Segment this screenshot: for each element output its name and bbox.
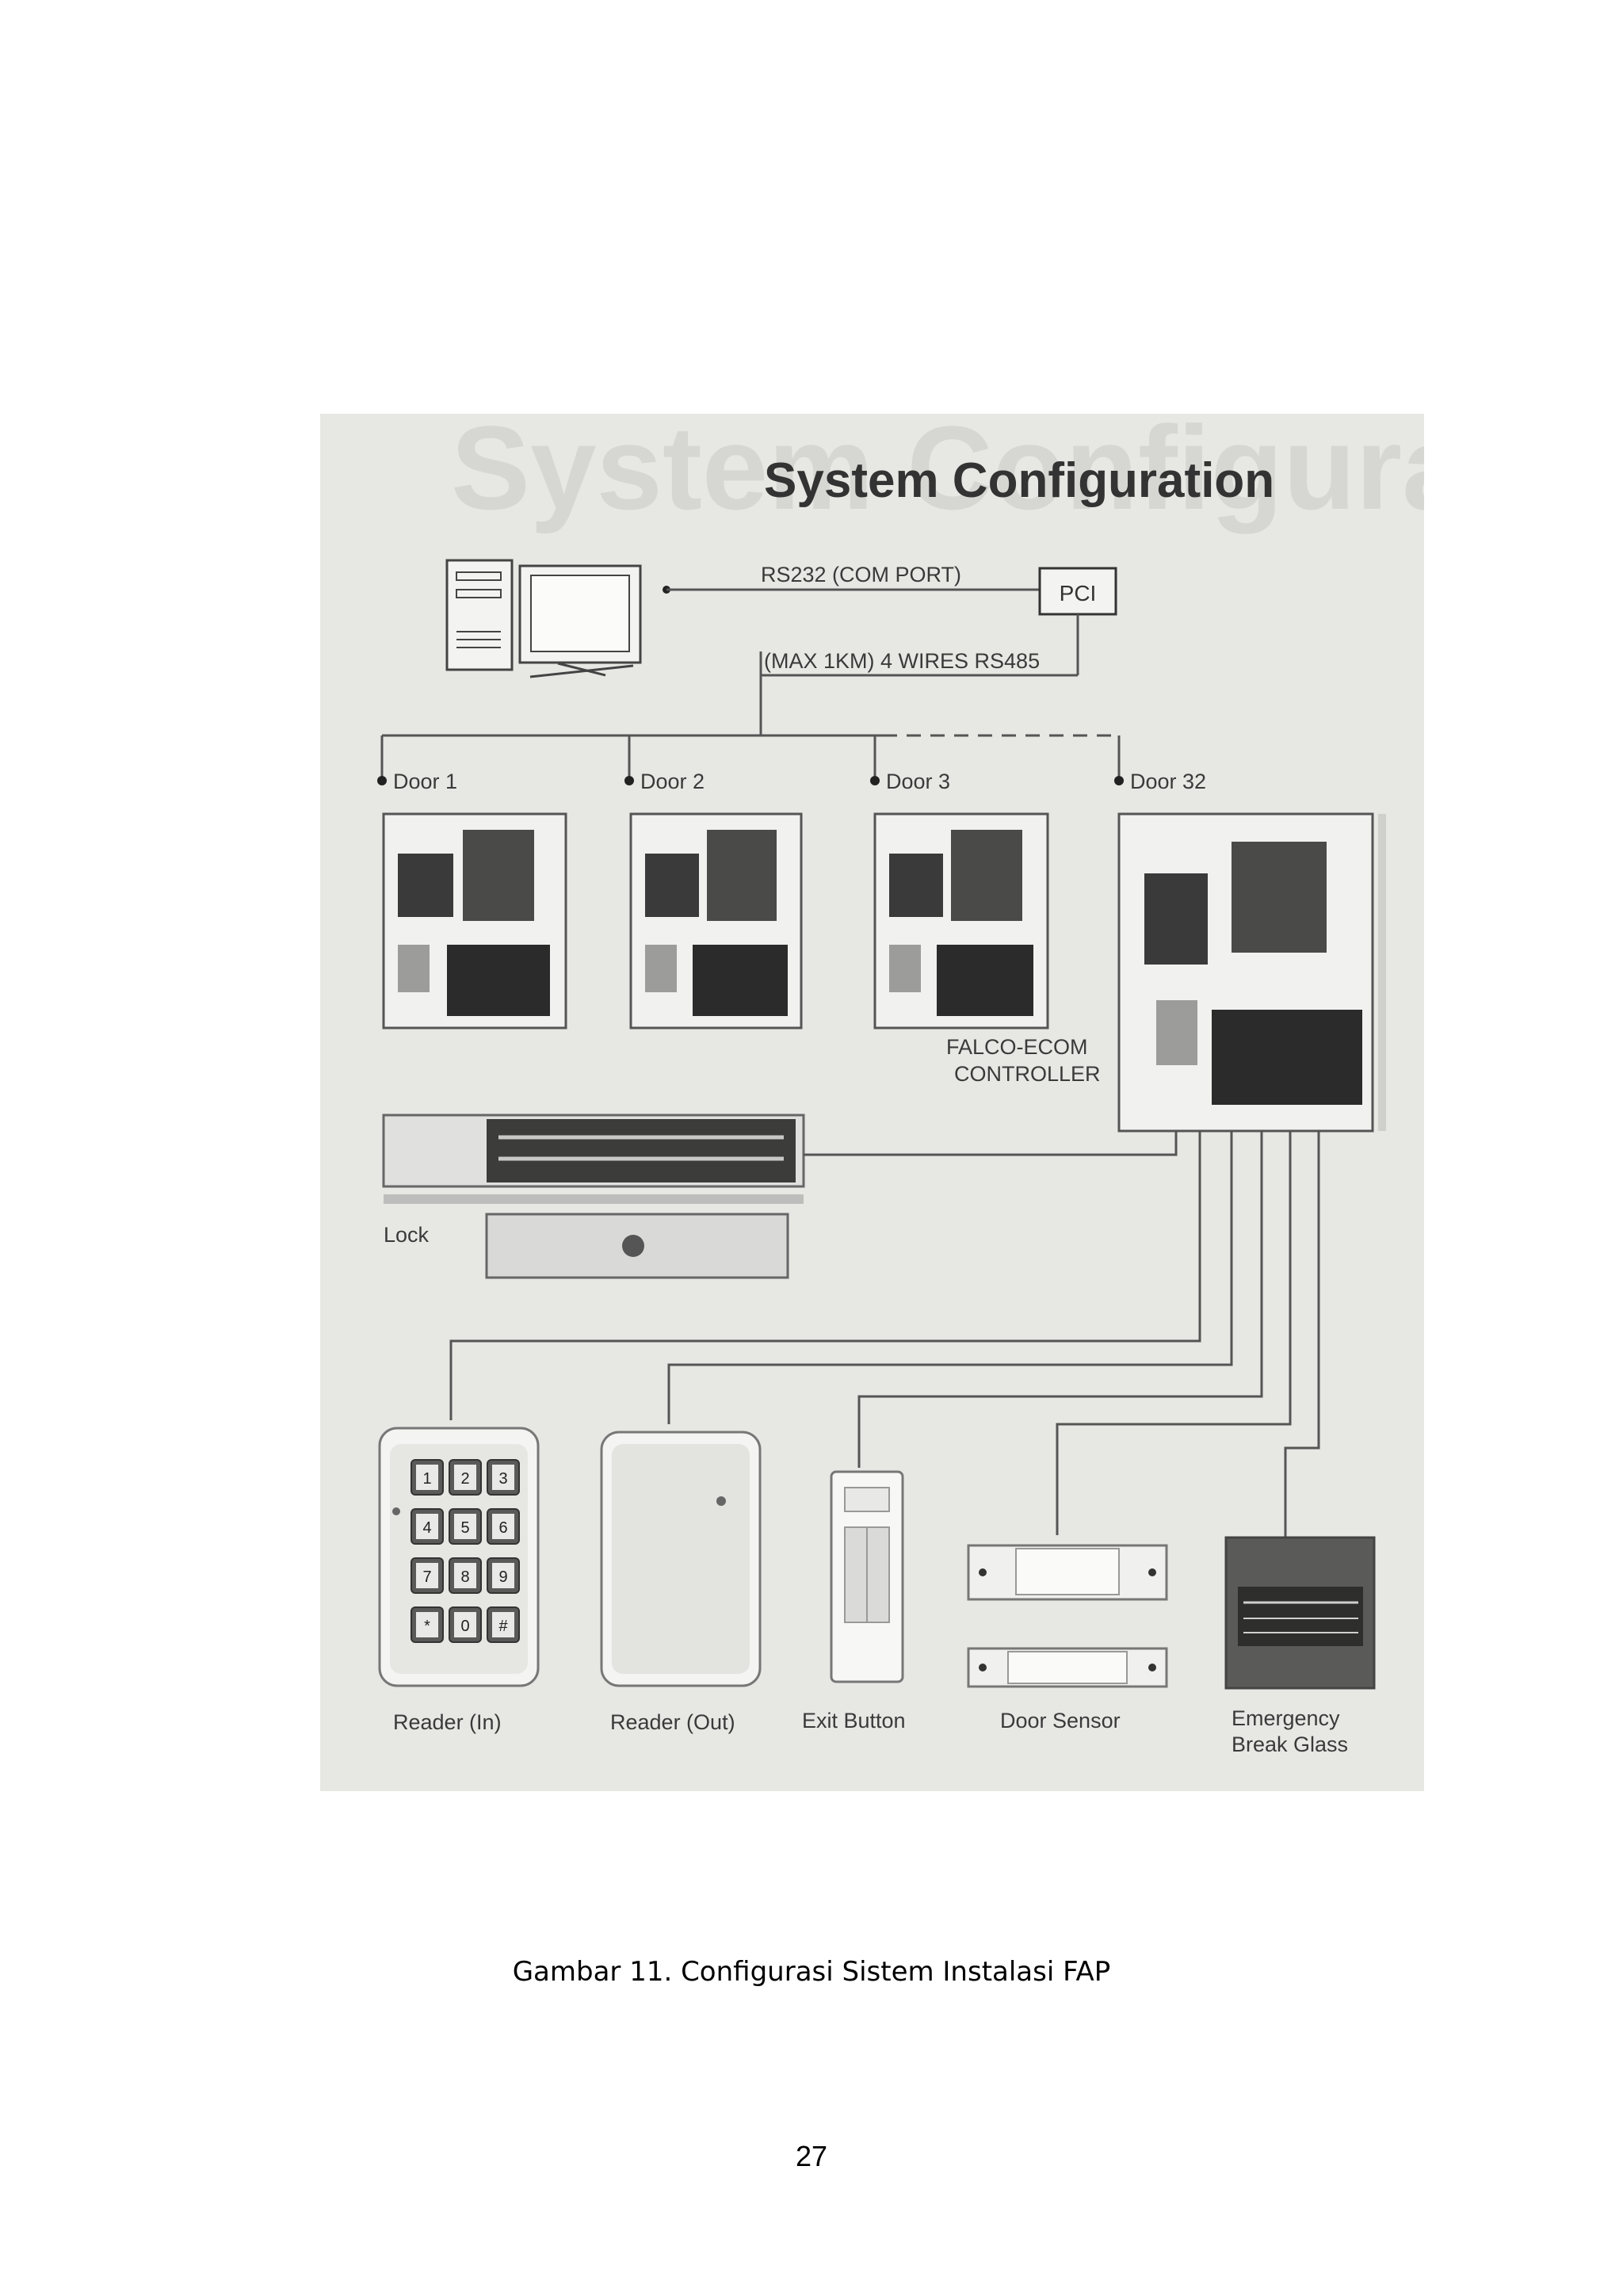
keypad-key-label: 1 [422,1470,431,1488]
emergency-break-glass-device [1224,1536,1376,1690]
break-glass-label-line1: Emergency [1232,1706,1340,1730]
keypad-key: 0 [449,1606,482,1643]
door-1-label: Door 1 [393,770,457,793]
door-sensor-device [967,1544,1168,1688]
keypad-key-label: 3 [498,1470,507,1488]
door-sensor-label: Door Sensor [1000,1709,1121,1733]
keypad-key-label: 8 [460,1568,469,1586]
controller-panel-door-1 [382,812,567,1030]
reader-in-label: Reader (In) [393,1710,502,1734]
rs232-label: RS232 (COM PORT) [761,563,961,586]
keypad-key: 1 [411,1459,444,1496]
break-glass-label-line2: Break Glass [1232,1733,1348,1756]
exit-button-label: Exit Button [802,1709,906,1733]
keypad-key: 4 [411,1508,444,1545]
controller-label-line2: CONTROLLER [954,1062,1101,1086]
figure-caption: Gambar 11. Configurasi Sistem Instalasi … [512,1956,1111,1988]
keypad-key: 9 [487,1557,520,1594]
magnetic-lock [382,1114,805,1279]
keypad-key: 2 [449,1459,482,1496]
reader-out-label: Reader (Out) [610,1710,735,1734]
pci-label: PCI [1060,581,1097,606]
door-32-label: Door 32 [1130,770,1206,793]
falco-ecom-controller [1117,812,1386,1133]
keypad-key: # [487,1606,520,1643]
keypad-key-label: 6 [498,1519,507,1537]
keypad-key-label: # [498,1618,508,1635]
keypad-key: * [411,1606,444,1643]
computer-icon [445,559,642,678]
page-number: 27 [795,2140,828,2172]
keypad-key-label: 0 [460,1618,469,1635]
keypad-key: 6 [487,1508,520,1545]
pci-box: PCI [1038,567,1117,616]
controller-panel-door-3 [873,812,1049,1030]
keypad-key: 3 [487,1459,520,1496]
door-2-label: Door 2 [640,770,705,793]
system-configuration-figure: System Configuration System Configuratio… [320,401,1623,1791]
keypad-keys: 1 2 3 4 5 6 7 8 9 * 0 # [411,1459,520,1643]
proximity-reader-out [600,1431,762,1687]
keypad-key-label: * [424,1618,430,1635]
controller-label-line1: FALCO-ECOM [946,1035,1088,1059]
exit-button-device [830,1470,904,1683]
keypad-key-label: 5 [460,1519,469,1537]
controller-panel-door-2 [629,812,803,1030]
diagram-title: System Configuration [764,453,1274,508]
door-3-label: Door 3 [886,770,950,793]
rs485-label: (MAX 1KM) 4 WIRES RS485 [764,649,1040,673]
keypad-key-label: 7 [422,1568,431,1586]
keypad-key: 8 [449,1557,482,1594]
keypad-key: 5 [449,1508,482,1545]
keypad-key-label: 9 [498,1568,507,1586]
keypad-key-label: 4 [422,1519,431,1537]
keypad-key: 7 [411,1557,444,1594]
system-configuration-diagram: System Configuration System Configuratio… [377,401,1623,1756]
lock-label: Lock [384,1223,430,1247]
keypad-key-label: 2 [460,1470,469,1488]
